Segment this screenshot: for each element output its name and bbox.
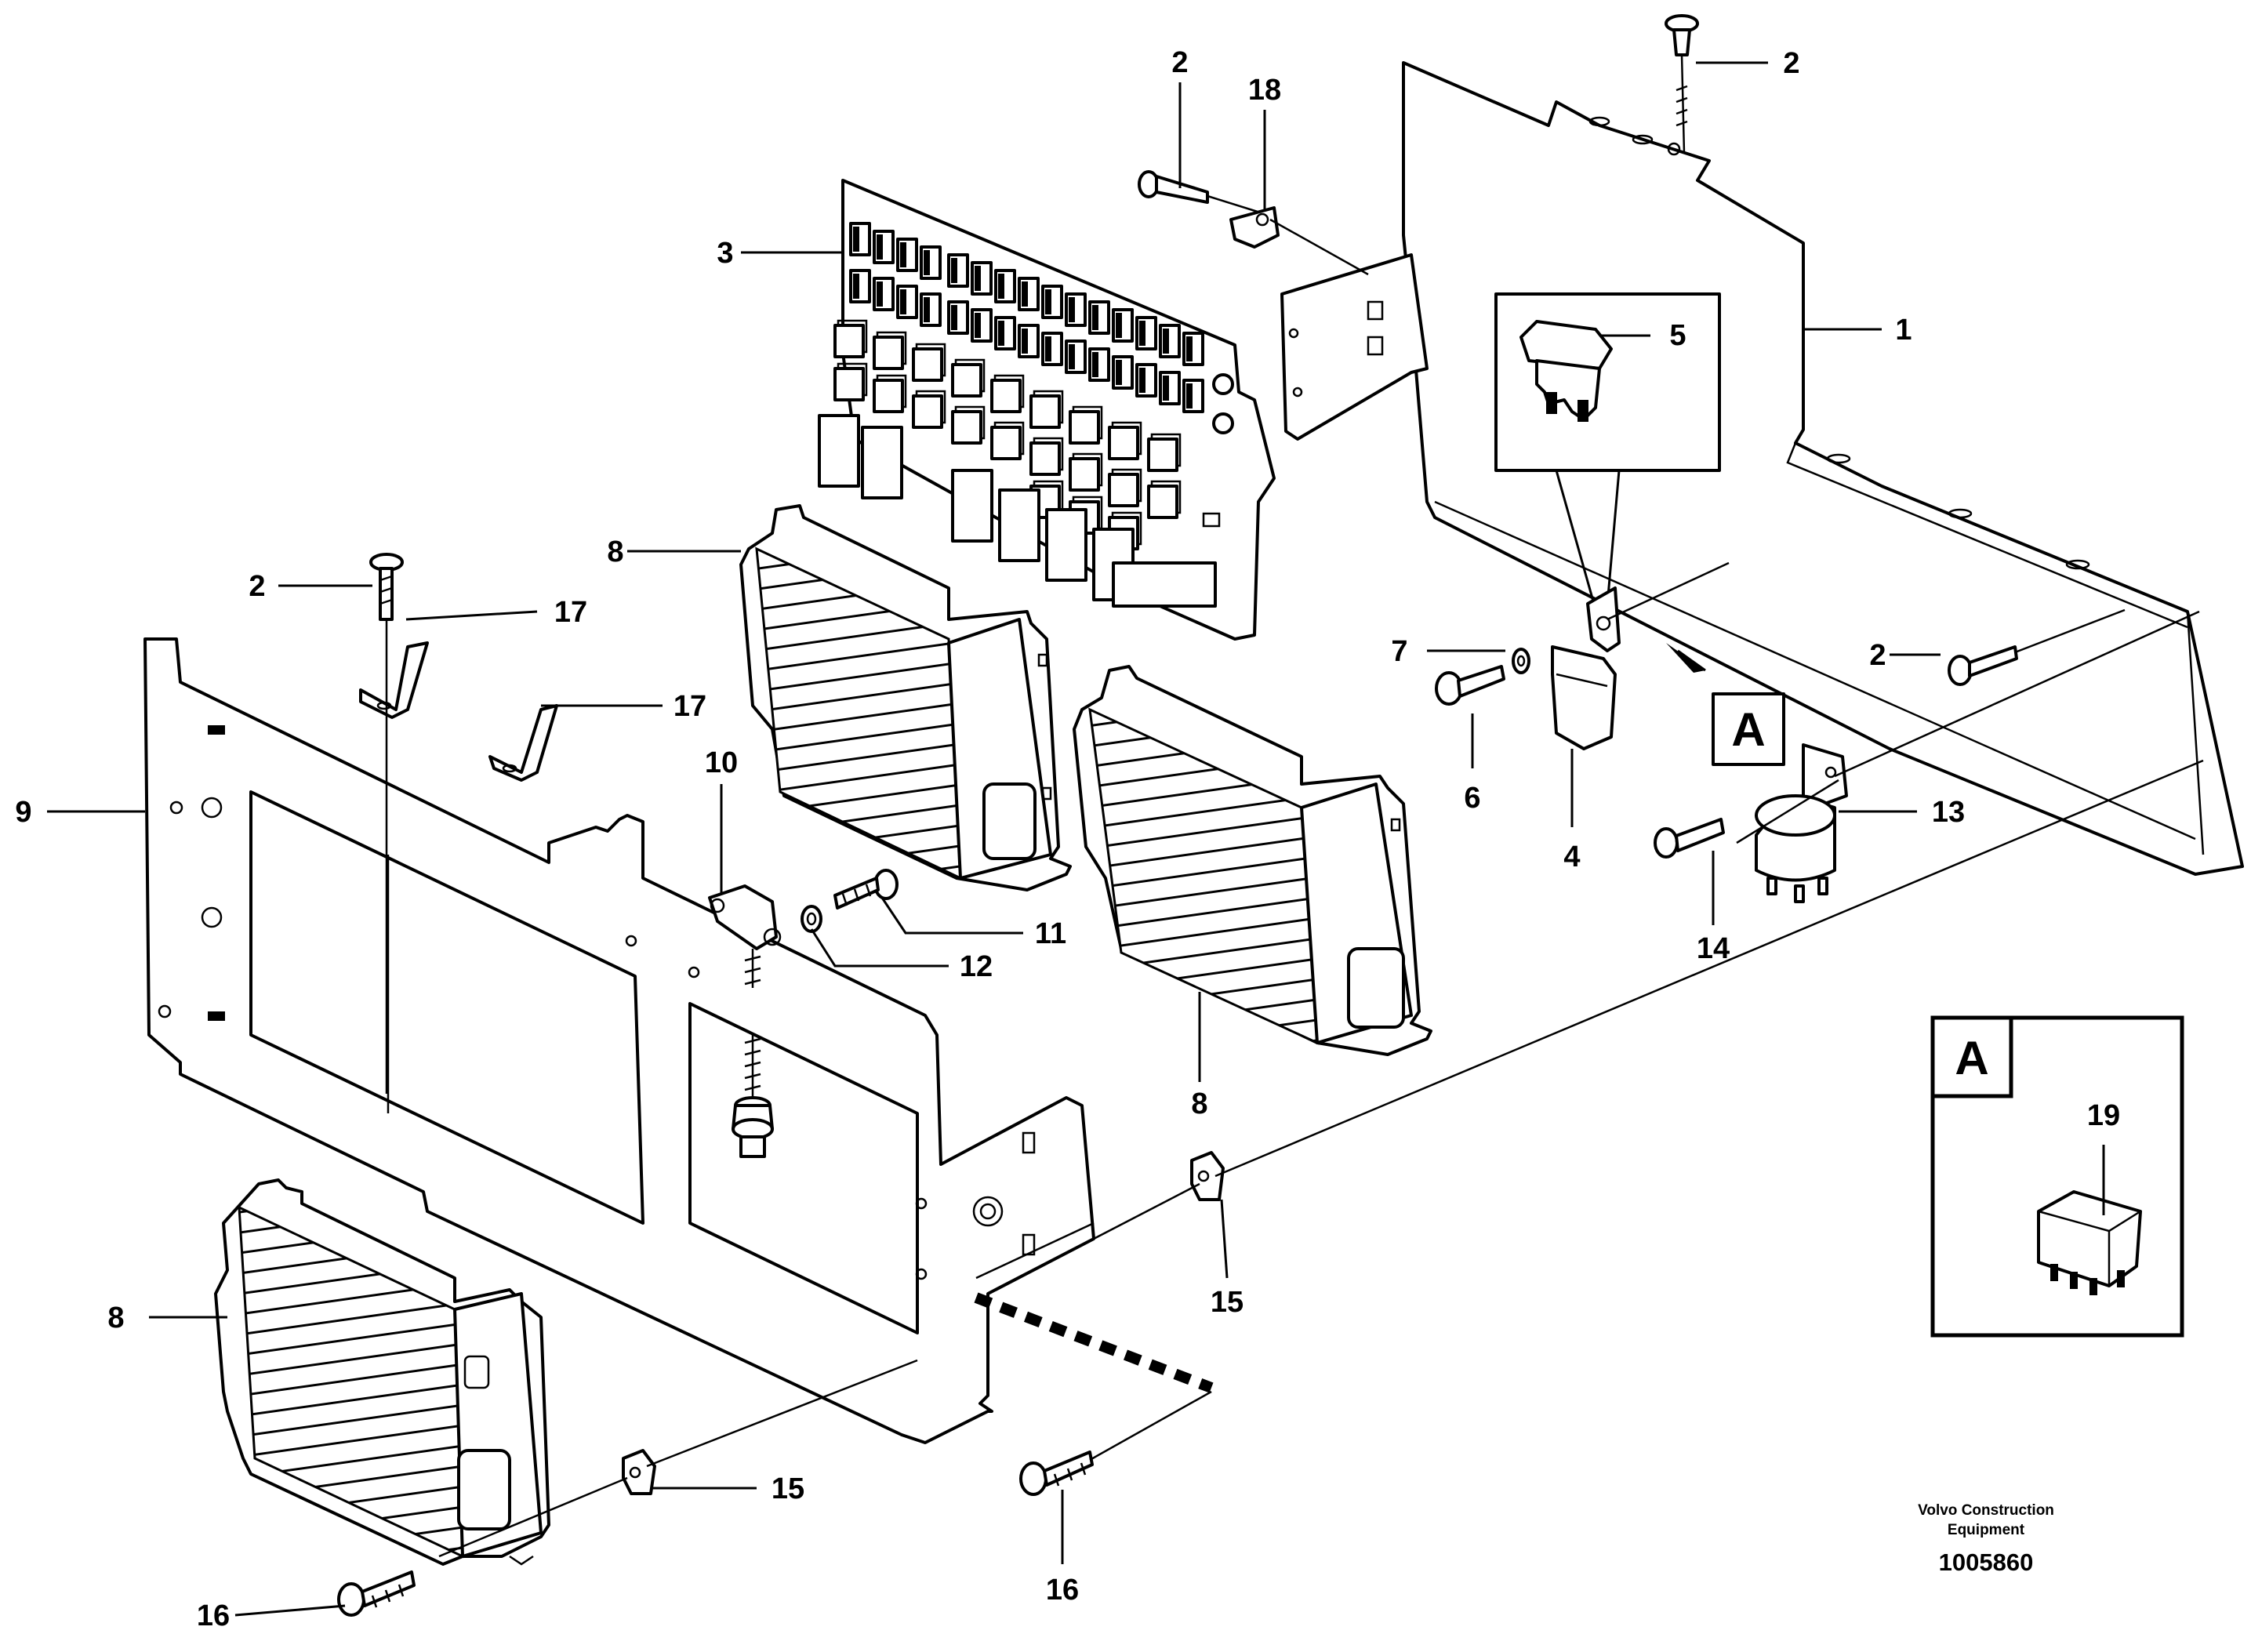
document-number: 1005860 [1939, 1549, 2034, 1576]
screw-part-16-right [1019, 1450, 1094, 1496]
clip-part-18 [1229, 206, 1369, 276]
callout-9: 9 [15, 796, 31, 829]
screw-part-2-top-center [1138, 170, 1271, 217]
bracket-upper [1280, 253, 1429, 441]
threaded-stud [732, 1035, 774, 1158]
view-a-marker: A [1666, 643, 1785, 766]
callout-11: 11 [1035, 917, 1066, 950]
washer-part-7 [1512, 648, 1530, 674]
circuit-board-part-3 [818, 179, 1276, 641]
callout-17-b: 17 [673, 690, 706, 723]
callout-13: 13 [1932, 796, 1965, 829]
screw-part-2-left [369, 553, 404, 1094]
callout-5: 5 [1669, 319, 1686, 352]
view-a-marker-letter: A [1731, 703, 1765, 756]
bracket-part-17-a [359, 641, 429, 719]
dashed-connector-line [974, 1292, 1214, 1393]
callout-15-right: 15 [1211, 1286, 1243, 1319]
credit-line-2: Equipment [1948, 1522, 2025, 1538]
callout-2-right: 2 [1869, 639, 1886, 672]
callout-16-right: 16 [1046, 1574, 1079, 1607]
detail-view-a-letter: A [1955, 1032, 1988, 1084]
callout-labels: 2 2 18 3 1 5 8 2 17 17 9 7 2 6 10 13 4 1… [15, 46, 2120, 1632]
callout-8-upper: 8 [607, 536, 623, 568]
callout-2-top-center: 2 [1171, 46, 1188, 79]
callout-19: 19 [2087, 1099, 2120, 1132]
callout-8-lower: 8 [107, 1302, 124, 1334]
callout-2-left: 2 [249, 570, 265, 603]
relay-part-19 [2037, 1190, 2142, 1295]
callout-1: 1 [1895, 314, 1912, 347]
fuse-detail-box [1494, 292, 1721, 624]
callout-18: 18 [1248, 74, 1281, 107]
screw-part-14 [1654, 818, 1725, 859]
mounting-plate-part-1 [1402, 61, 2244, 876]
callout-8-middle: 8 [1191, 1087, 1207, 1120]
callout-4: 4 [1563, 841, 1580, 873]
callout-6: 6 [1464, 782, 1480, 815]
relay-holder-part-4 [1551, 561, 1730, 750]
credit-line-1: Volvo Construction [1918, 1502, 2054, 1519]
callout-2-top-right: 2 [1783, 47, 1799, 80]
callout-14: 14 [1697, 932, 1730, 965]
credit-block: Volvo Construction Equipment 1005860 [1918, 1502, 2054, 1576]
screw-part-6 [1435, 665, 1505, 706]
detail-view-a: A [1930, 1015, 2184, 1338]
callout-16-left: 16 [197, 1599, 230, 1632]
leader-lines [47, 61, 2105, 1617]
callout-7: 7 [1391, 635, 1407, 668]
control-unit-part-8-middle [1073, 665, 1432, 1056]
callout-3: 3 [717, 237, 733, 270]
callout-15-left: 15 [772, 1472, 804, 1505]
clip-part-15-left [438, 1359, 918, 1558]
washer-part-12 [801, 905, 822, 933]
relay-part-13 [1736, 610, 2200, 903]
callout-17-a: 17 [554, 596, 587, 629]
control-unit-part-8-upper [739, 504, 1072, 891]
screw-part-11 [833, 869, 899, 910]
screw-part-2-top-right [1665, 14, 1699, 154]
bracket-part-17-b [488, 704, 558, 782]
clamp-part-10 [708, 884, 782, 988]
screw-part-16-left [337, 1570, 416, 1617]
clip-part-15-right [1093, 759, 2204, 1240]
screw-part-2-right [1948, 608, 2126, 686]
callout-10: 10 [705, 746, 738, 779]
control-unit-part-8-lower [214, 1178, 550, 1566]
carrier-plate-part-9 [143, 637, 1095, 1444]
callout-12: 12 [960, 950, 993, 983]
